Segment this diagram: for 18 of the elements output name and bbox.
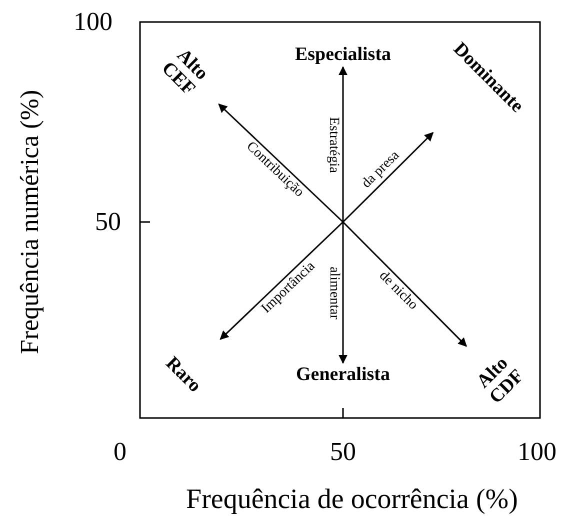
tick-label: 0 bbox=[114, 437, 126, 467]
arrow bbox=[218, 104, 344, 223]
tick-label: 100 bbox=[518, 437, 556, 467]
arrow bbox=[338, 66, 348, 222]
edge-label: Estratégia bbox=[325, 116, 341, 172]
tick-label: 50 bbox=[95, 207, 121, 237]
arrow bbox=[338, 222, 348, 364]
axis-title: Frequência numérica (%) bbox=[15, 90, 46, 354]
category-label: Alto CEF bbox=[153, 40, 217, 104]
category-label: Generalista bbox=[268, 365, 418, 385]
tick-label: 50 bbox=[330, 437, 356, 467]
arrow bbox=[220, 221, 344, 340]
arrow bbox=[342, 132, 434, 223]
category-label: Especialista bbox=[268, 45, 418, 65]
axis-title: Frequência de ocorrência (%) bbox=[186, 484, 518, 516]
edge-label: alimentar bbox=[324, 266, 341, 319]
tick-label: 100 bbox=[74, 7, 112, 37]
arrow bbox=[342, 221, 468, 347]
